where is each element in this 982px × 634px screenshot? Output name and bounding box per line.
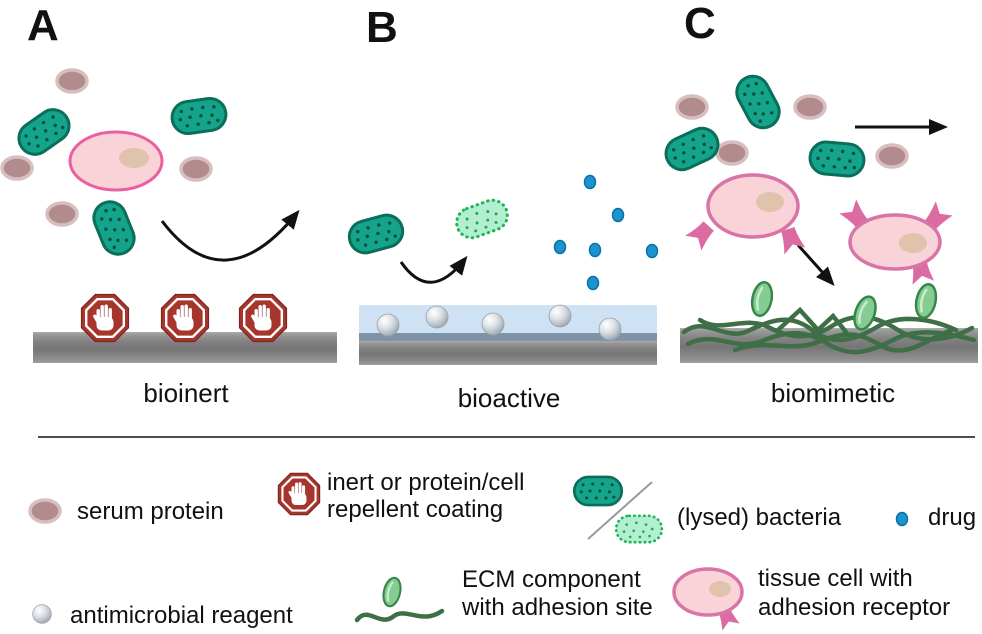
antimicrobial-reagent-icon [425, 305, 449, 329]
legend-repellent-coating-label: inert or protein/cell repellent coating [327, 469, 532, 523]
cell-nucleus [899, 233, 927, 253]
panel-b-letter: B [366, 3, 398, 52]
cell-nucleus [119, 148, 149, 168]
lysed-bacterium-icon [450, 194, 514, 244]
coating-band [359, 333, 657, 341]
adhesion-arrow [796, 243, 835, 286]
cell-nucleus [756, 192, 784, 212]
tissue-cell-with-receptors [839, 199, 953, 285]
bacterium-icon [807, 139, 867, 179]
panel-b-label: bioactive [457, 383, 561, 413]
antimicrobial-reagent-icon [376, 313, 400, 337]
serum-protein-icon [0, 155, 34, 181]
serum-protein-icon [675, 94, 709, 120]
antimicrobial-reagent-icon [598, 317, 622, 341]
ecm-component-icon [354, 575, 445, 623]
tissue-cell-with-receptors [685, 173, 806, 255]
adhesion-site-leaf [748, 279, 776, 319]
adhesion-site-leaf [379, 575, 405, 609]
substrate-surface [359, 341, 657, 365]
tissue-cell-icon [672, 567, 744, 631]
panel-b-graphics [344, 174, 659, 365]
cell-nucleus [709, 581, 731, 597]
bounce-arrow [160, 209, 300, 262]
adhesion-receptor [685, 218, 717, 251]
bacterium-icon [729, 69, 787, 135]
legend-tissue-cell-label: tissue cell with adhesion receptor [758, 565, 951, 621]
repellent-coating-icon [80, 293, 130, 343]
serum-protein-icon [793, 94, 827, 120]
panel-c-graphics [659, 69, 978, 363]
tissue-cell [68, 130, 164, 192]
serum-protein-icon [875, 143, 909, 169]
serum-protein-icon [45, 201, 79, 227]
bacterium-icon [11, 101, 77, 163]
serum-protein-icon [55, 68, 89, 94]
repellent-coating-icon [160, 293, 210, 343]
legend-lysed-bacteria-label: (lysed) bacteria [677, 504, 842, 531]
panel-a-letter: A [27, 1, 59, 50]
bacterium-icon [168, 94, 230, 138]
antimicrobial-reagent-icon [481, 312, 505, 336]
serum-protein-icon [179, 156, 213, 182]
panel-a-graphics [0, 68, 337, 363]
bounce-arrow [399, 255, 468, 284]
panel-c-letter: C [684, 0, 716, 48]
lysed-bacterium-icon [614, 514, 664, 544]
legend-graphics [28, 436, 975, 631]
adhesion-site-leaf [911, 281, 941, 321]
bacterium-icon [87, 195, 141, 261]
bacterium-icon [572, 475, 624, 507]
repellent-coating-icon [238, 293, 288, 343]
repellent-coating-icon [277, 472, 321, 516]
legend-serum-protein-label: serum protein [77, 498, 224, 525]
bacterium-icon [344, 210, 408, 258]
serum-protein-icon [715, 140, 749, 166]
serum-protein-icon [28, 498, 62, 524]
drug-icon [895, 511, 909, 527]
panel-a-label: bioinert [143, 378, 229, 408]
bacterium-icon [659, 121, 725, 177]
ecm-fibers [681, 306, 977, 355]
legend-ecm-label: ECM component with adhesion site [462, 566, 653, 621]
legend-drug-label: drug [928, 504, 977, 531]
antimicrobial-reagent-icon [548, 304, 572, 328]
legend-slash [587, 481, 653, 540]
drug-dots [553, 174, 659, 291]
panel-c-label: biomimetic [770, 378, 896, 408]
legend-antimicrobial-label: antimicrobial reagent [70, 602, 293, 629]
antimicrobial-reagent-icon [32, 604, 52, 624]
